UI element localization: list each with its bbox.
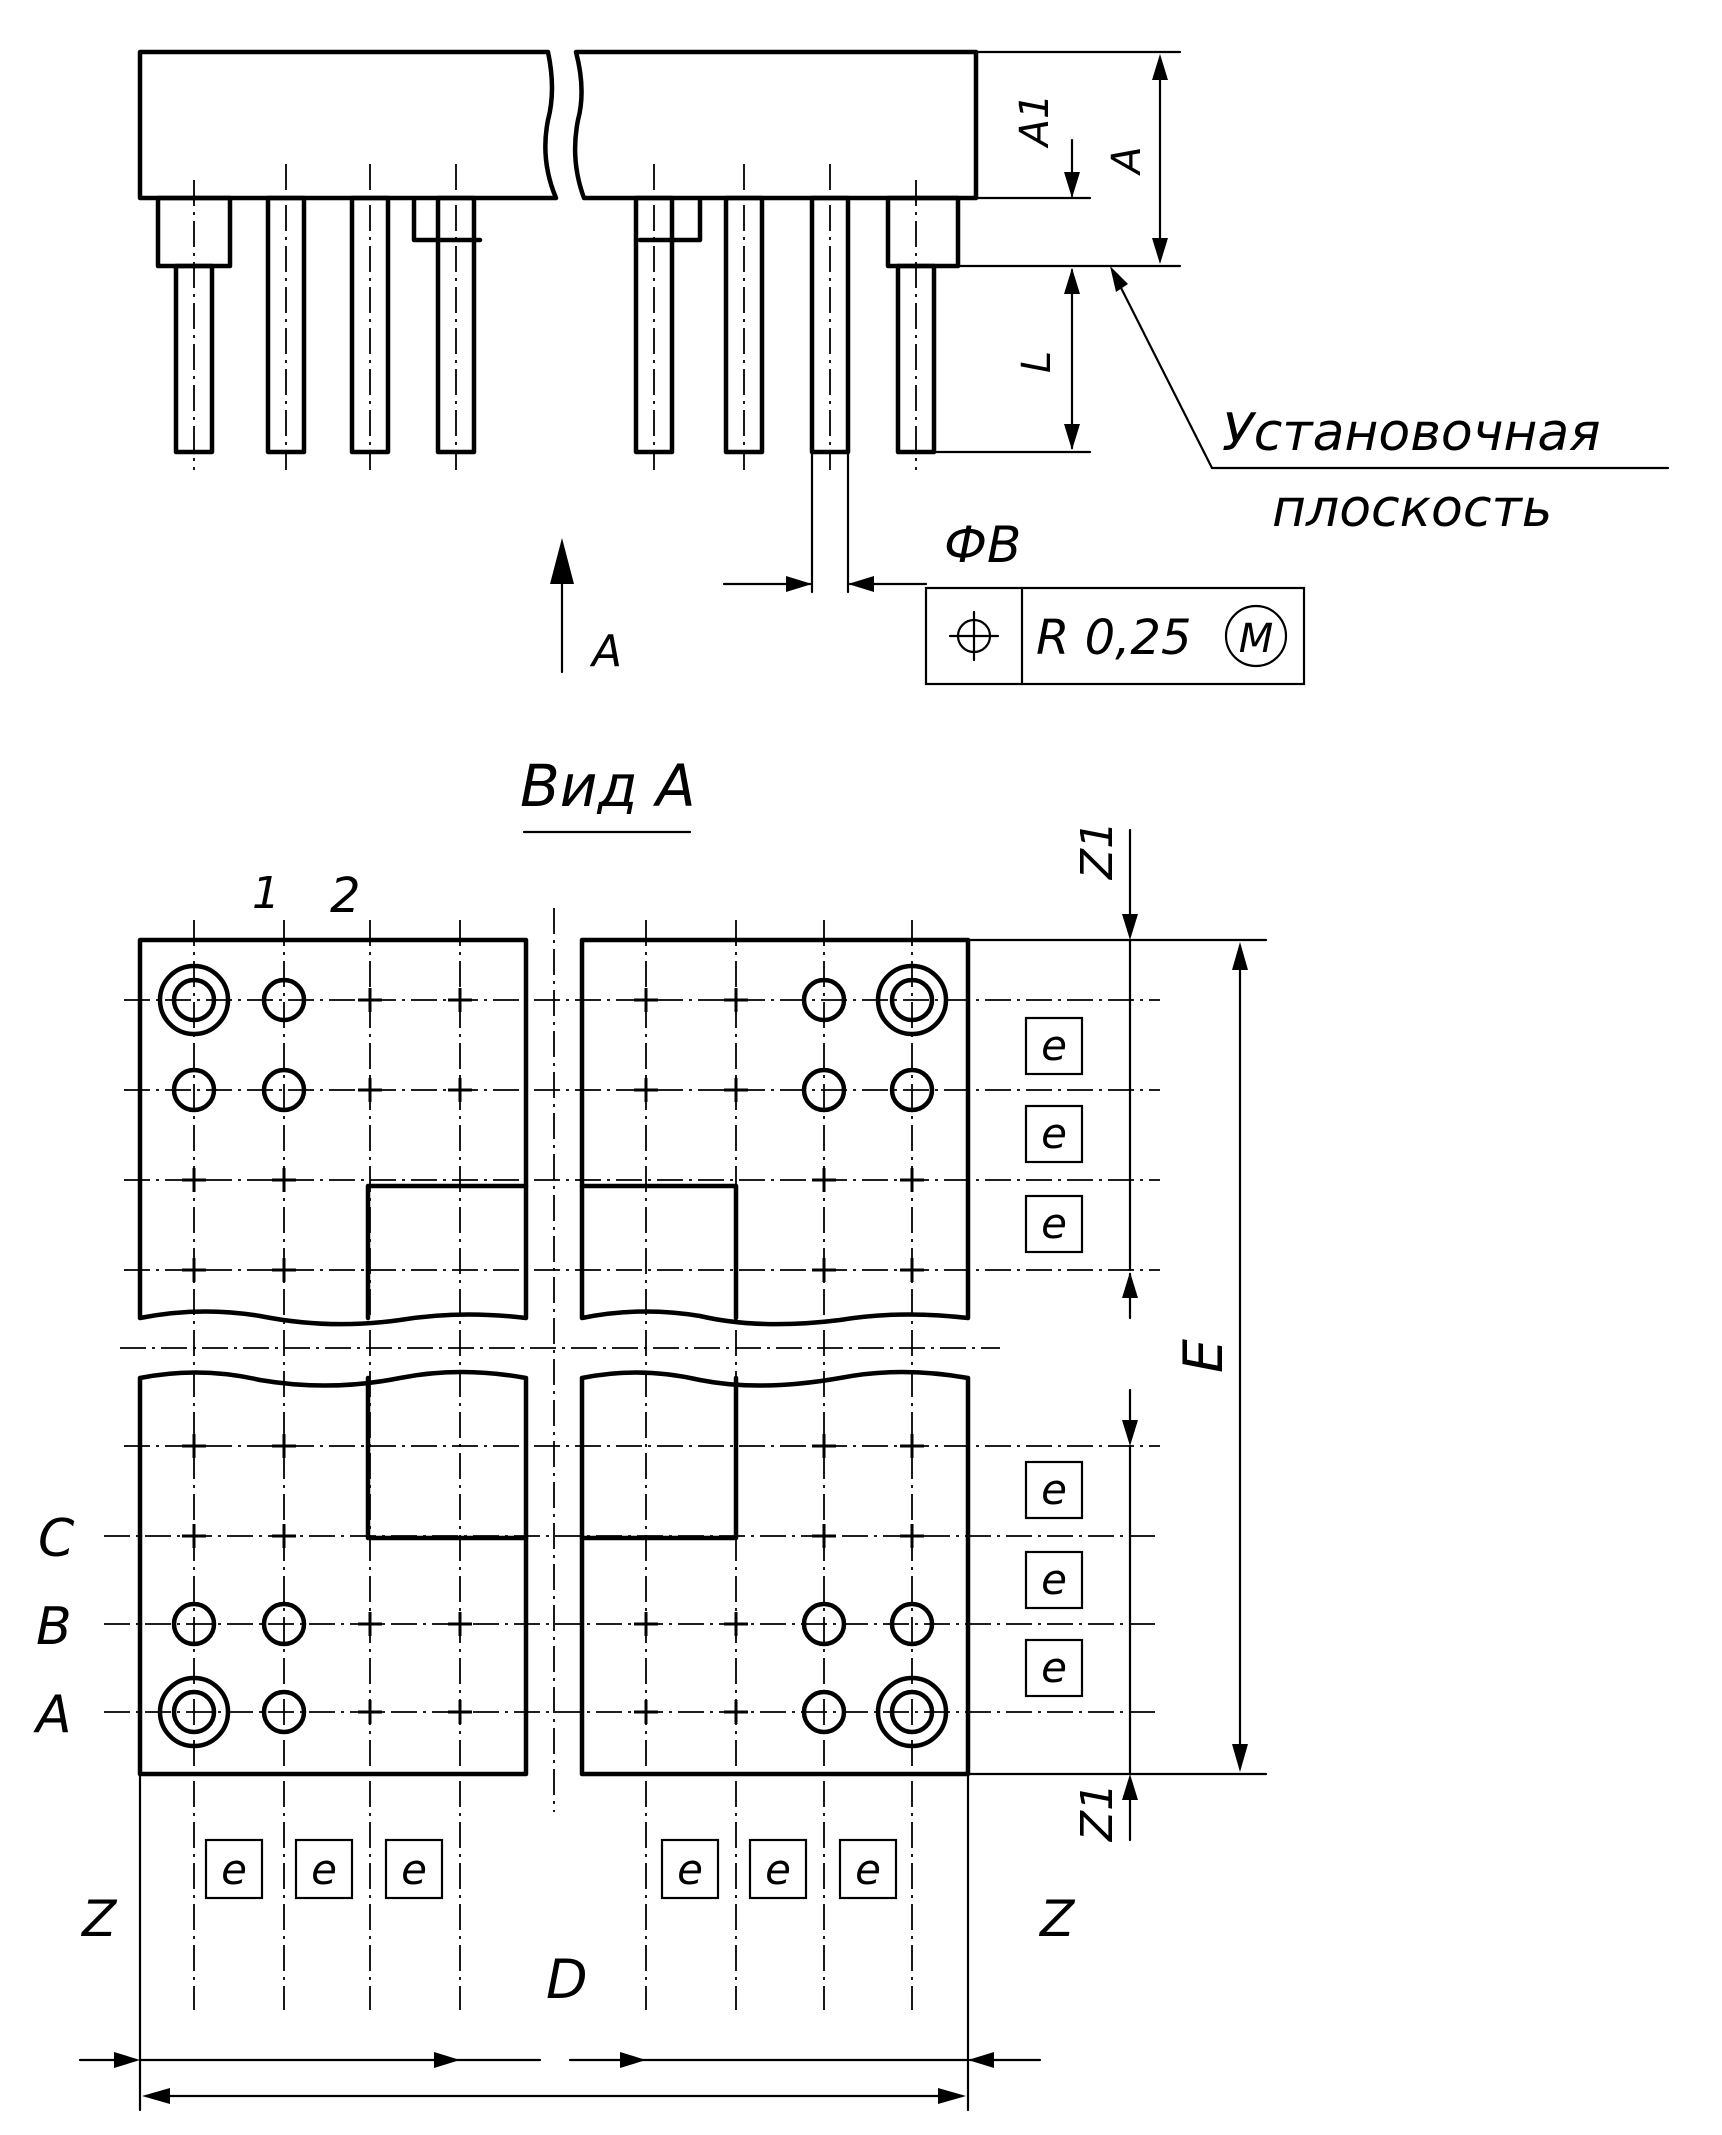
pitch-e-label: e — [1041, 1109, 1067, 1158]
component-body-left — [137, 49, 559, 201]
pin-shoulder-edge — [411, 197, 483, 243]
cutout-edge — [579, 1375, 739, 1541]
pin-centerlines — [193, 164, 917, 470]
quadrant-bottom-right — [579, 1369, 971, 1777]
column-label-2: 2 — [330, 868, 361, 924]
dim-z1-top-label: Z1 — [1072, 821, 1123, 880]
pitch-e-label: e — [311, 1845, 337, 1894]
cutout-edge — [365, 1375, 529, 1541]
circled-m-icon: M — [1224, 604, 1288, 668]
view-a: 1 2 C B A Z1 Z1 E e e e — [33, 821, 1268, 2112]
pin-holes — [171, 977, 935, 1735]
dim-z1-bottom-label: Z1 — [1072, 1783, 1123, 1842]
side-view: A A1 L Установочная плоскость ФВ — [137, 49, 1670, 686]
pitch-e-label: e — [1041, 1555, 1067, 1604]
pitch-e-label: e — [855, 1845, 881, 1894]
component-body-right — [572, 49, 979, 201]
dim-e-label: E — [1172, 1338, 1235, 1373]
pitch-e-label: e — [765, 1845, 791, 1894]
pitch-boxes-right: e e e e e e — [1024, 1016, 1084, 1698]
tolerance-value: R 0,25 — [1036, 610, 1191, 666]
pitch-e-label: e — [1041, 1021, 1067, 1070]
dim-a1-label: A1 — [1012, 94, 1058, 150]
corner-holes — [157, 963, 949, 1749]
dim-l-label: L — [1014, 351, 1060, 373]
pin-shoulder — [885, 195, 961, 269]
mounting-plane-label-1: Установочная — [1222, 403, 1601, 463]
pitch-boxes-bottom: e e e e e e — [204, 1838, 898, 1900]
dim-z-left-label: Z — [80, 1890, 118, 1948]
pin-shoulder-edge — [637, 197, 703, 243]
pitch-e-label: e — [221, 1845, 247, 1894]
cutout-edge — [579, 1183, 739, 1321]
tolerance-modifier: M — [1239, 616, 1274, 662]
cutout-edge — [365, 1183, 529, 1321]
pins — [173, 195, 937, 455]
view-title: Вид A — [520, 752, 696, 820]
mounting-plane-leader — [1110, 268, 1214, 470]
row-centerlines — [104, 999, 1160, 1713]
mounting-plane-label-2: плоскость — [1272, 479, 1552, 539]
row-label-b: B — [36, 1597, 72, 1657]
view-arrow-label: A — [589, 626, 622, 677]
dim-d-label: D — [546, 1948, 588, 2011]
row-label-a: A — [33, 1685, 72, 1745]
pitch-e-label: e — [677, 1845, 703, 1894]
dim-phi-b-label: ФВ — [944, 516, 1021, 574]
pitch-e-label: e — [1041, 1643, 1067, 1692]
row-label-c: C — [38, 1509, 75, 1569]
quadrant-top-right — [579, 937, 971, 1327]
position-symbol-icon — [948, 610, 1000, 662]
dim-a-label: A — [1104, 146, 1150, 176]
pitch-e-label: e — [1041, 1199, 1067, 1248]
dim-z-right-label: Z — [1038, 1890, 1076, 1948]
quadrant-bottom-left — [137, 1369, 529, 1777]
tolerance-frame: R 0,25 M — [924, 586, 1306, 686]
pitch-e-label: e — [1041, 1465, 1067, 1514]
pitch-e-label: e — [401, 1845, 427, 1894]
grid-crosses — [182, 988, 924, 1724]
view-arrow-head — [550, 538, 574, 584]
column-label-1: 1 — [252, 868, 280, 919]
quadrant-top-left — [137, 937, 529, 1327]
